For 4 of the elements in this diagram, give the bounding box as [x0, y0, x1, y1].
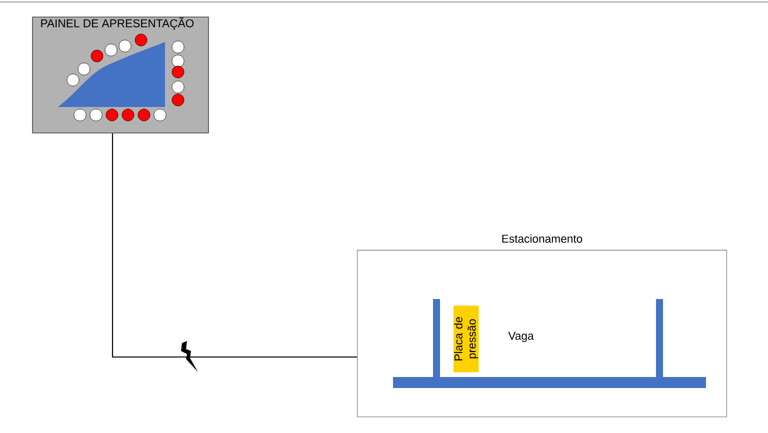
- space-label: Vaga: [508, 332, 534, 342]
- node-label: Estacionamento: [502, 234, 582, 243]
- connector-line: [112, 133, 358, 358]
- pressure-plate: Placa de pressão: [453, 306, 479, 372]
